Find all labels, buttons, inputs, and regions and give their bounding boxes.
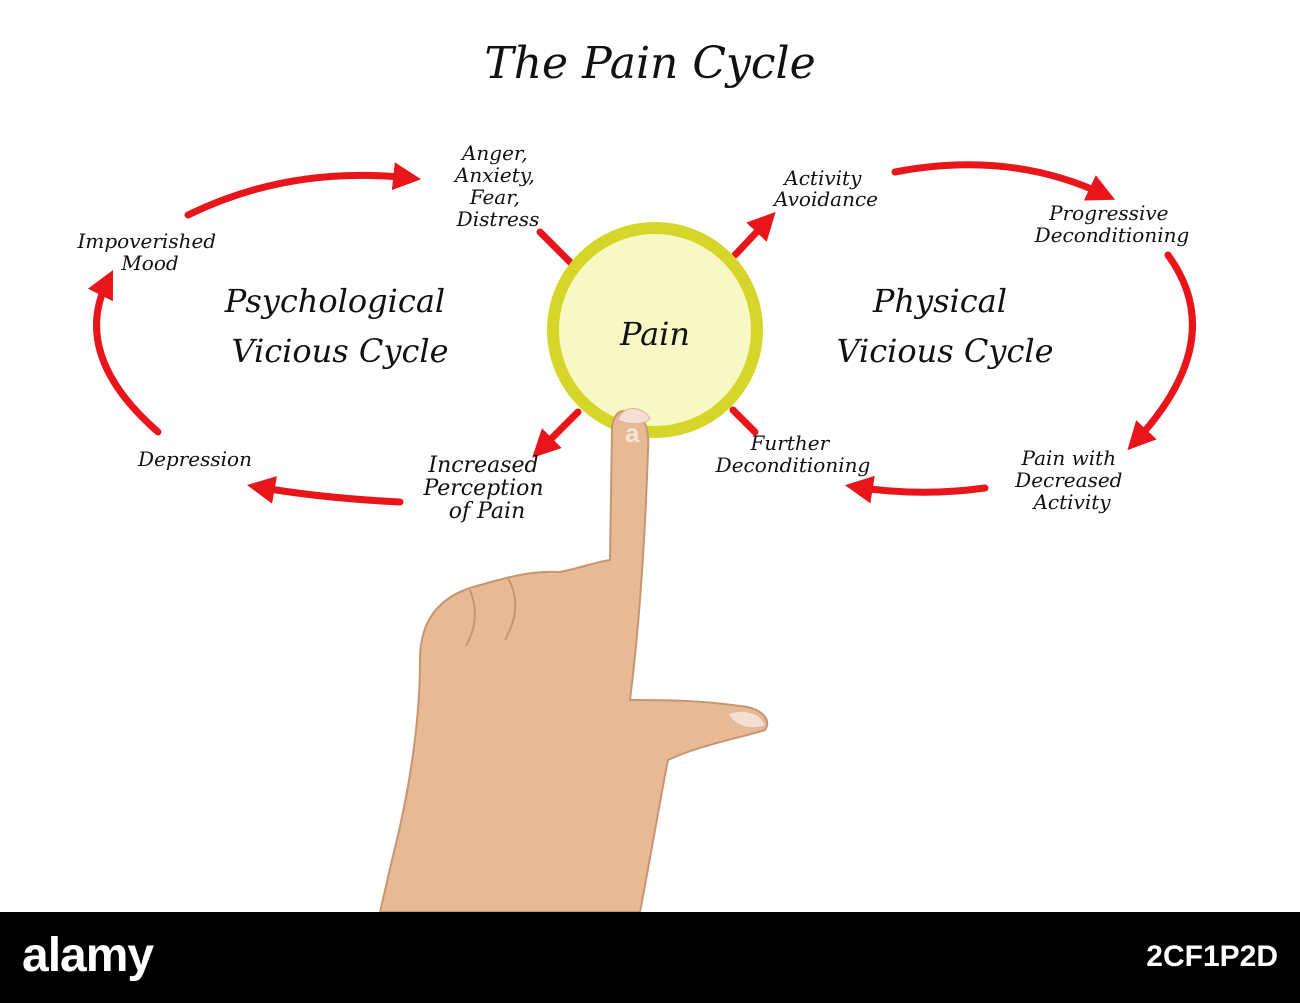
arrow-depression-to-impoverished <box>87 270 162 436</box>
node-pain-with-decreased-activity: Pain with Decreased Activity <box>1014 446 1129 514</box>
left-cycle-title: Psychological Vicious Cycle <box>224 282 456 370</box>
connector-pain-to-further <box>729 406 759 436</box>
arrow-pain-to-increased <box>532 408 582 458</box>
arrow-activity-to-progressive <box>891 161 1116 201</box>
pointing-hand-image <box>378 408 769 912</box>
right-cycle-title: Physical Vicious Cycle <box>836 282 1053 370</box>
pain-cycle-diagram: The Pain Cycle Pain Psychological Viciou… <box>77 38 1196 912</box>
node-increased-perception: Increased Perception of Pain <box>422 453 550 524</box>
node-impoverished-mood: Impoverished Mood <box>77 229 223 275</box>
right-cycle-arrows <box>731 161 1196 504</box>
watermark-text: a <box>625 418 640 448</box>
node-further-deconditioning: Further Deconditioning <box>715 431 871 477</box>
diagram-title: The Pain Cycle <box>484 38 815 89</box>
arrow-impoverished-to-anger <box>184 162 422 219</box>
arrow-increased-to-depression <box>246 476 404 506</box>
arrow-pain-to-activity <box>731 211 776 259</box>
diagram-stage: The Pain Cycle Pain Psychological Viciou… <box>76 38 1196 912</box>
connector-anger-to-pain <box>536 228 578 270</box>
brand-logo: alamy <box>22 929 154 982</box>
footer-bar: alamy 2CF1P2D <box>0 912 1300 1003</box>
node-anger-anxiety-fear-distress: Anger, Anxiety, Fear, Distress <box>453 141 541 231</box>
left-cycle-arrows <box>87 162 582 506</box>
node-progressive-deconditioning: Progressive Deconditioning <box>1034 201 1190 247</box>
node-depression: Depression <box>137 447 252 471</box>
image-id: 2CF1P2D <box>1146 940 1278 973</box>
arrow-painwith-to-further <box>844 475 989 504</box>
node-activity-avoidance: Activity Avoidance <box>772 166 878 211</box>
arrow-progressive-to-painwith <box>1127 251 1196 451</box>
pain-circle <box>547 222 763 438</box>
pain-label: Pain <box>619 315 690 353</box>
